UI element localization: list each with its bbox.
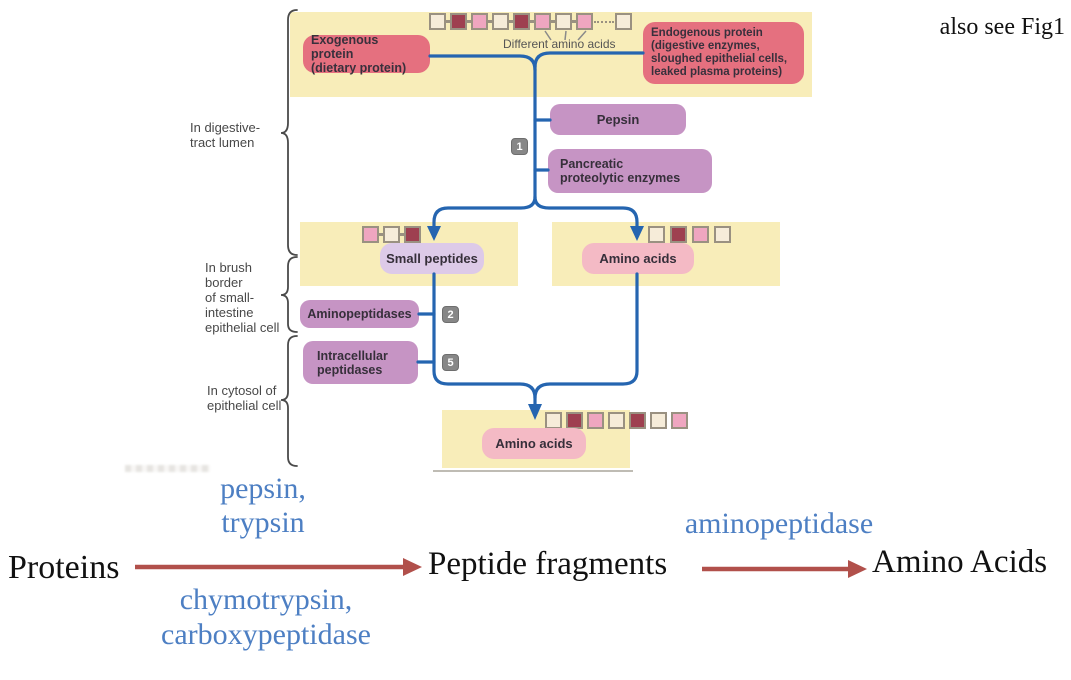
amino-acid-square-cream xyxy=(648,226,665,243)
amino-acid-square-pink xyxy=(362,226,379,243)
brace-brush-border xyxy=(280,256,298,333)
exogenous-protein-box: Exogenous protein (dietary protein) xyxy=(303,33,430,75)
amino-acid-square-maroon xyxy=(450,13,467,30)
brace-cytosol xyxy=(280,335,298,467)
flow-enzyme-aminopeptidase: aminopeptidase xyxy=(684,507,874,540)
arrowhead-peptides xyxy=(403,558,422,576)
amino-acid-square-cream xyxy=(383,226,400,243)
chain-link xyxy=(530,20,534,23)
chain-link xyxy=(572,20,576,23)
amino-acid-square-pink xyxy=(471,13,488,30)
step-badge-5: 5 xyxy=(442,354,459,371)
endogenous-protein-box: Endogenous protein (digestive enzymes, s… xyxy=(643,22,804,84)
flow-enzymes-pepsin-trypsin: pepsin, trypsin xyxy=(220,472,306,539)
pancreatic-enzymes-box: Pancreatic proteolytic enzymes xyxy=(548,149,712,193)
amino-acid-square-pink xyxy=(534,13,551,30)
free-amino-acids-bottom xyxy=(545,412,688,429)
amino-acid-square-pink xyxy=(671,412,688,429)
chain-link xyxy=(379,233,383,236)
chain-link xyxy=(400,233,404,236)
also-see-note: also see Fig1 xyxy=(939,14,1065,40)
amino-acid-square-maroon xyxy=(670,226,687,243)
flow-node-proteins: Proteins xyxy=(8,549,120,586)
amino-acid-square-maroon xyxy=(404,226,421,243)
small-peptides-down-line xyxy=(432,272,537,407)
amino-acid-square-pink xyxy=(692,226,709,243)
free-amino-acids-right xyxy=(648,226,731,243)
amino-acid-square-cream xyxy=(555,13,572,30)
flow-node-peptide-fragments: Peptide fragments xyxy=(428,546,668,582)
amino-acid-square-cream xyxy=(545,412,562,429)
chain-link xyxy=(446,20,450,23)
chain-link xyxy=(488,20,492,23)
amino-acid-square-cream xyxy=(650,412,667,429)
amino-acids-bottom-box: Amino acids xyxy=(482,428,586,459)
chain-link xyxy=(551,20,555,23)
region-label-brush-border: In brush border of small- intestine epit… xyxy=(205,260,280,335)
region-label-lumen: In digestive- tract lumen xyxy=(190,120,261,150)
step-badge-2: 2 xyxy=(442,306,459,323)
amino-acid-square-cream xyxy=(608,412,625,429)
aminopeptidases-box: Aminopeptidases xyxy=(300,300,419,328)
amino-acid-square-cream xyxy=(429,13,446,30)
step-badge-1: 1 xyxy=(511,138,528,155)
chain-link xyxy=(467,20,471,23)
flow-enzymes-chymotrypsin-carboxypeptidase: chymotrypsin, carboxypeptidase xyxy=(161,583,371,651)
flow-node-amino-acids: Amino Acids xyxy=(872,544,1048,580)
erased-line-artifact xyxy=(433,470,633,472)
small-peptides-box: Small peptides xyxy=(380,243,484,274)
amino-acid-square-pink xyxy=(587,412,604,429)
amino-acid-square-cream xyxy=(714,226,731,243)
dotted-link xyxy=(594,20,614,23)
amino-acid-square-maroon xyxy=(566,412,583,429)
intracellular-peptidases-box: Intracellular peptidases xyxy=(303,341,418,384)
erased-text-artifact xyxy=(125,465,210,472)
amino-acid-square-maroon xyxy=(513,13,530,30)
small-peptide-chain xyxy=(362,226,421,243)
pepsin-box: Pepsin xyxy=(550,104,686,135)
region-label-cytosol: In cytosol of epithelial cell xyxy=(207,383,282,413)
top-amino-acid-chain xyxy=(429,13,632,30)
chain-link xyxy=(509,20,513,23)
arrowhead-amino xyxy=(848,560,867,578)
amino-acids-mid-box: Amino acids xyxy=(582,243,694,274)
different-amino-acids-label: Different amino acids xyxy=(503,37,616,51)
amino-acid-square-pink xyxy=(576,13,593,30)
amino-acid-square-cream xyxy=(492,13,509,30)
amino-acid-square-cream xyxy=(615,13,632,30)
amino-acid-square-maroon xyxy=(629,412,646,429)
amino-acids-down-line xyxy=(533,272,639,400)
